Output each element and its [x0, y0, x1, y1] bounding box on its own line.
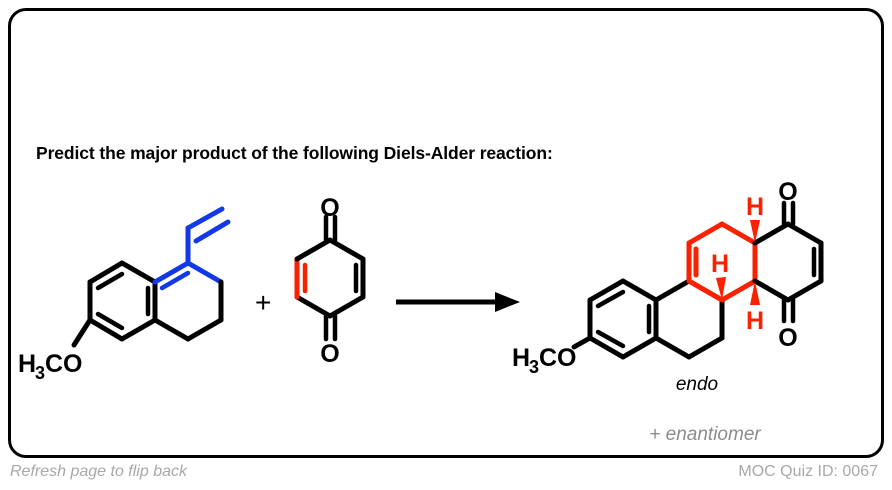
page-title: Predict the major product of the followi… [36, 143, 553, 163]
footer-quiz-id: MOC Quiz ID: 0067 [738, 463, 878, 480]
footer-refresh-hint: Refresh page to flip back [10, 463, 187, 480]
quiz-card [8, 8, 884, 458]
